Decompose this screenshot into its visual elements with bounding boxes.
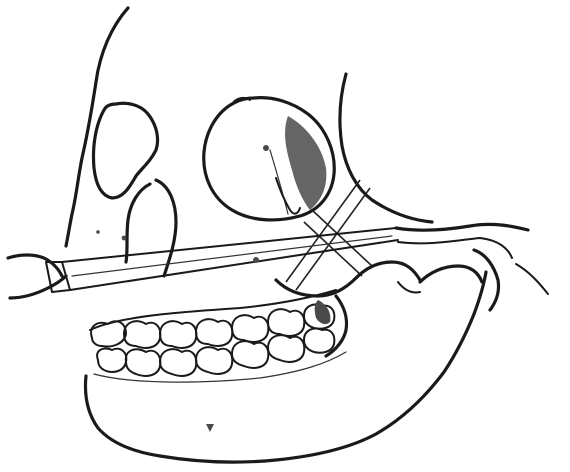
ear-region [516, 264, 548, 294]
zygomatic-arch [396, 224, 528, 230]
mandibular-condyle [420, 266, 482, 282]
orbit-fissure [270, 150, 288, 214]
maxilla-contour [156, 180, 176, 276]
foramen-dot [96, 230, 100, 234]
alveolar-contour [94, 352, 346, 382]
lower-teeth [97, 328, 334, 375]
foramen-dot [122, 236, 127, 241]
zygomatic-lower [398, 238, 512, 258]
cranium-right-contour [340, 74, 432, 222]
coronoid-process [398, 282, 420, 293]
maxilla-left [126, 184, 150, 262]
instrument-tip-mark [253, 257, 259, 263]
mental-foramen [206, 424, 214, 432]
optic-foramen [263, 145, 269, 151]
mandible [86, 272, 487, 462]
molar-shadow [315, 300, 331, 324]
upper-teeth [91, 304, 334, 347]
orbit-shading [285, 116, 326, 210]
